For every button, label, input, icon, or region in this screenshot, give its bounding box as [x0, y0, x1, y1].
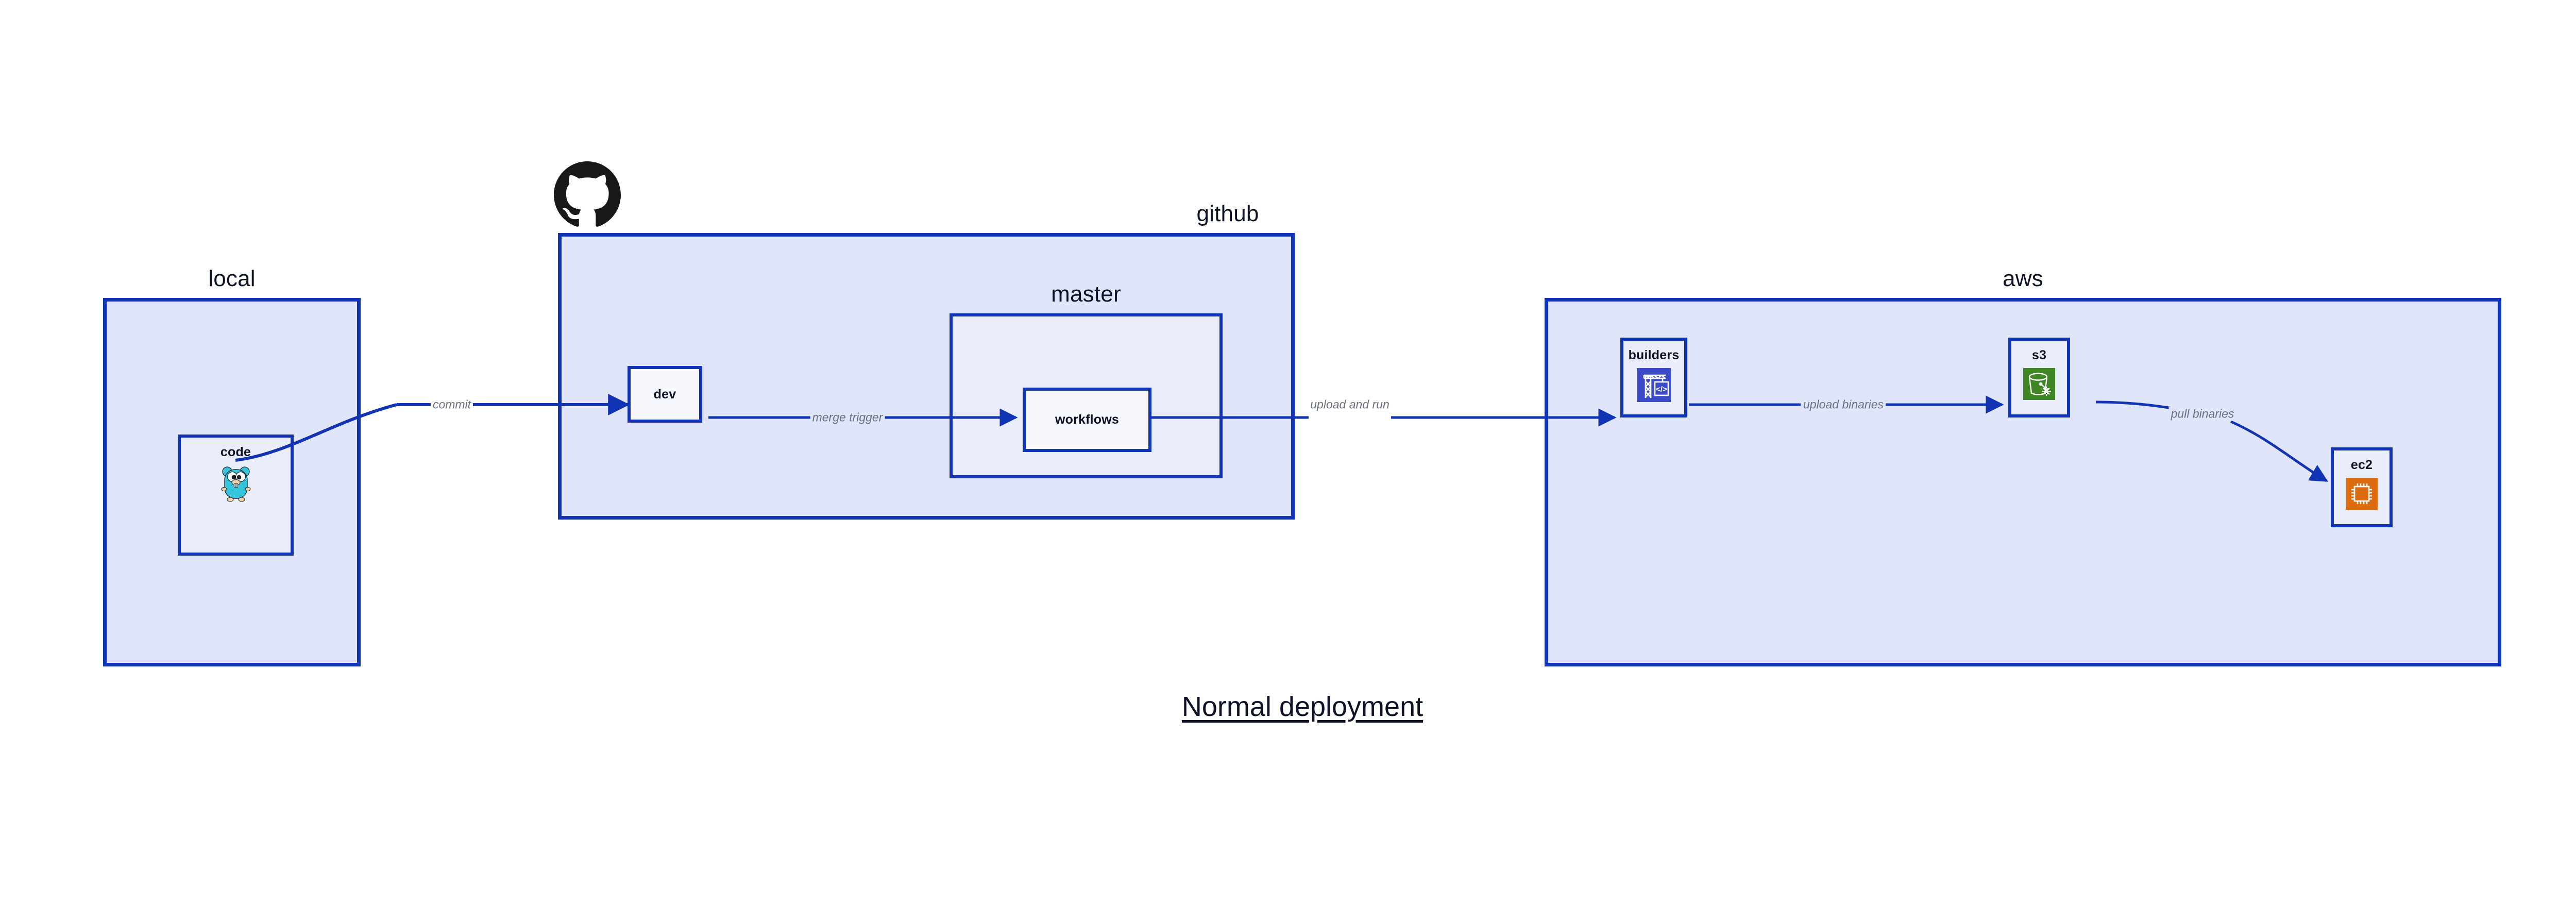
- group-label-aws: aws: [2003, 266, 2043, 291]
- node-label-workflows: workflows: [1055, 412, 1120, 427]
- edge-label-upload-binaries: upload binaries: [1801, 397, 1886, 412]
- node-ec2[interactable]: ec2: [2331, 447, 2393, 527]
- group-label-github: github: [1196, 201, 1259, 226]
- node-label-ec2: ec2: [2350, 458, 2373, 472]
- svg-text:</>: </>: [1656, 385, 1667, 394]
- node-workflows[interactable]: workflows: [1023, 388, 1151, 452]
- github-octocat-icon: [554, 161, 621, 228]
- edge-label-pull-binaries: pull binaries: [2168, 407, 2236, 421]
- aws-s3-icon: [2023, 368, 2055, 400]
- go-gopher-icon: [221, 465, 251, 503]
- node-builders[interactable]: builders: [1620, 338, 1687, 417]
- edge-label-upload-and-run: upload and run: [1308, 397, 1392, 412]
- diagram-title: Normal deployment: [1181, 691, 1423, 722]
- aws-ec2-icon: [2346, 478, 2378, 510]
- edge-label-commit: commit: [430, 397, 473, 412]
- aws-builder-icon: </>: [1637, 368, 1671, 402]
- group-label-local: local: [208, 266, 256, 291]
- node-dev[interactable]: dev: [628, 366, 702, 423]
- group-label-master: master: [1051, 281, 1121, 307]
- node-label-code: code: [220, 445, 251, 459]
- node-label-dev: dev: [653, 387, 676, 402]
- node-label-builders: builders: [1628, 348, 1680, 362]
- edge-label-merge-trigger: merge trigger: [810, 410, 885, 425]
- node-label-s3: s3: [2031, 348, 2047, 362]
- node-code[interactable]: code: [178, 435, 294, 556]
- node-s3[interactable]: s3: [2008, 338, 2070, 417]
